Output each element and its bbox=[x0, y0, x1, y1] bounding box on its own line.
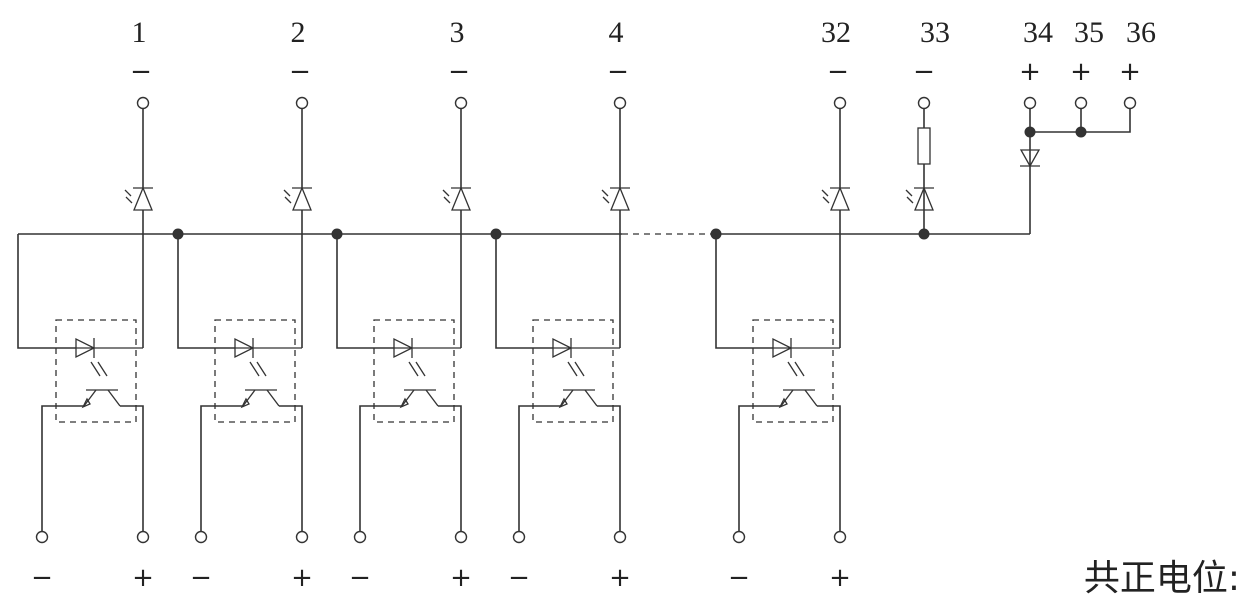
channel-4 bbox=[495, 96, 630, 544]
output-terminal-positive[interactable] bbox=[454, 530, 468, 544]
output-polarity-positive: + bbox=[609, 563, 631, 593]
channel-32 bbox=[715, 96, 850, 544]
terminal-number: 2 bbox=[291, 16, 306, 49]
opto-led bbox=[393, 337, 414, 359]
optocoupler-box bbox=[532, 319, 614, 423]
terminal-33-branch bbox=[917, 108, 931, 234]
output-polarity-negative: − bbox=[349, 563, 371, 593]
output-polarity-negative: − bbox=[190, 563, 212, 593]
caption-common-positive: 共正电位: bbox=[1084, 558, 1240, 596]
output-polarity-positive: + bbox=[291, 563, 313, 593]
channel-1 bbox=[17, 96, 153, 544]
terminal-number: 32 bbox=[821, 16, 851, 49]
optocoupler-box bbox=[214, 319, 296, 423]
junction-node bbox=[1075, 126, 1087, 138]
common-terminal-36[interactable] bbox=[1123, 96, 1137, 110]
output-terminal-positive[interactable] bbox=[613, 530, 627, 544]
output-terminal-negative[interactable] bbox=[194, 530, 208, 544]
terminal-polarity: − bbox=[827, 57, 849, 87]
terminal-33[interactable] bbox=[917, 96, 931, 110]
optocoupler-box bbox=[752, 319, 834, 423]
indicator-led bbox=[442, 186, 471, 211]
output-terminal-positive[interactable] bbox=[136, 530, 150, 544]
terminal-polarity: − bbox=[607, 57, 629, 87]
terminal-number: 4 bbox=[609, 16, 624, 49]
output-polarity-positive: + bbox=[132, 563, 154, 593]
opto-led bbox=[772, 337, 793, 359]
input-terminal[interactable] bbox=[613, 96, 627, 110]
output-polarity-negative: − bbox=[508, 563, 530, 593]
terminal-number: 33 bbox=[920, 16, 950, 49]
indicator-led bbox=[601, 186, 630, 211]
bus-junction-node bbox=[918, 228, 930, 240]
terminal-polarity: − bbox=[913, 57, 935, 87]
junction-node bbox=[1024, 126, 1036, 138]
common-diode bbox=[1019, 149, 1041, 168]
output-terminal-negative[interactable] bbox=[353, 530, 367, 544]
opto-led bbox=[75, 337, 96, 359]
input-terminal[interactable] bbox=[833, 96, 847, 110]
common-terminal-polarity: + bbox=[1119, 57, 1141, 87]
common-terminal-polarity: + bbox=[1070, 57, 1092, 87]
input-terminal[interactable] bbox=[454, 96, 468, 110]
input-terminal[interactable] bbox=[295, 96, 309, 110]
terminal-polarity: − bbox=[289, 57, 311, 87]
optocoupler-box bbox=[55, 319, 137, 423]
indicator-led bbox=[905, 186, 934, 211]
indicator-led bbox=[124, 186, 153, 211]
terminal-number: 3 bbox=[450, 16, 465, 49]
common-terminal-number: 34 bbox=[1023, 16, 1053, 49]
common-terminal-number: 36 bbox=[1126, 16, 1156, 49]
common-terminal-35[interactable] bbox=[1074, 96, 1088, 110]
output-terminal-positive[interactable] bbox=[833, 530, 847, 544]
output-terminal-positive[interactable] bbox=[295, 530, 309, 544]
opto-led bbox=[234, 337, 255, 359]
terminal-number: 1 bbox=[132, 16, 147, 49]
channel-3 bbox=[336, 96, 471, 544]
output-polarity-negative: − bbox=[728, 563, 750, 593]
common-positive-network bbox=[1019, 108, 1131, 234]
output-polarity-positive: + bbox=[450, 563, 472, 593]
channel-2 bbox=[177, 96, 312, 544]
resistor bbox=[917, 127, 931, 165]
opto-led bbox=[552, 337, 573, 359]
labels: 1 − − +2 − − +3 − − +4 − − +32 − − +33 − 34 +35 +36 + 共正电位: bbox=[31, 16, 1240, 596]
optocoupler-box bbox=[373, 319, 455, 423]
input-terminal[interactable] bbox=[136, 96, 150, 110]
indicator-led bbox=[283, 186, 312, 211]
common-terminal-34[interactable] bbox=[1023, 96, 1037, 110]
terminal-polarity: − bbox=[130, 57, 152, 87]
common-section bbox=[18, 108, 1131, 240]
output-terminal-negative[interactable] bbox=[732, 530, 746, 544]
output-polarity-negative: − bbox=[31, 563, 53, 593]
optocoupler-channels bbox=[17, 96, 1137, 544]
output-polarity-positive: + bbox=[829, 563, 851, 593]
output-terminal-negative[interactable] bbox=[35, 530, 49, 544]
common-terminal-number: 35 bbox=[1074, 16, 1104, 49]
common-terminal-polarity: + bbox=[1019, 57, 1041, 87]
terminal-polarity: − bbox=[448, 57, 470, 87]
output-terminal-negative[interactable] bbox=[512, 530, 526, 544]
indicator-led bbox=[821, 186, 850, 211]
